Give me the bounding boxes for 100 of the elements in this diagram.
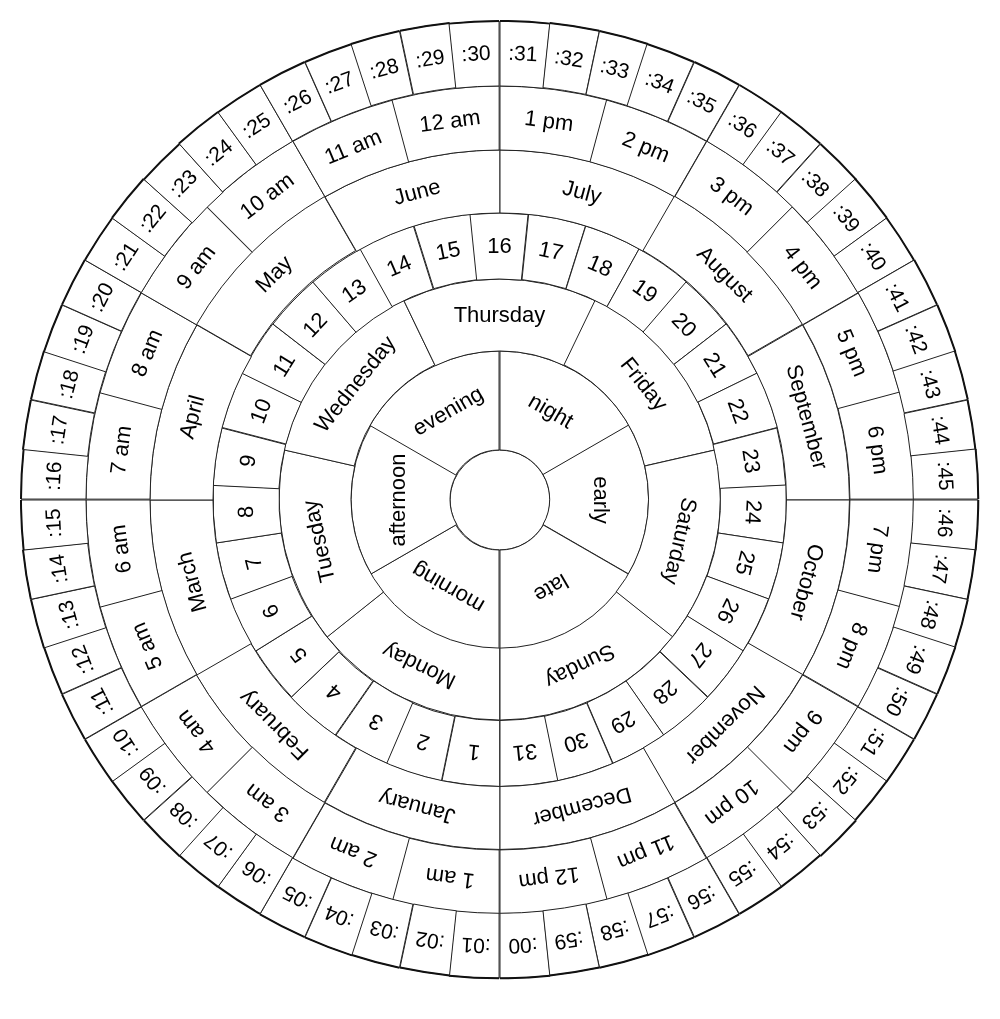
day-number: 10 [246,395,276,427]
hour-label: 6 am [106,523,135,576]
time-of-day-label: afternoon [386,453,409,546]
minute-label: :15 [41,507,65,538]
day-number: 19 [628,275,661,308]
day-number: 4 [322,679,346,705]
day-number: 30 [560,727,591,756]
hour-label: 8 pm [832,618,872,673]
weekday-label: Saturday [659,495,701,586]
minute-label: :04 [321,901,357,932]
day-number: 29 [606,706,639,738]
day-number: 1 [466,740,481,764]
minute-label: :31 [507,41,538,65]
hour-label: 2 am [326,832,381,872]
day-number: 3 [365,708,387,735]
minute-label: :56 [684,881,721,914]
minute-label: :01 [460,934,492,958]
minute-label: :58 [598,917,632,946]
minute-label: :23 [165,165,202,202]
minute-label: :57 [642,901,678,932]
day-number: 20 [667,308,700,341]
day-number: 2 [414,729,433,755]
minute-label: :37 [762,134,799,170]
minute-label: :20 [85,278,118,315]
minute-label: :21 [107,238,142,274]
minute-label: :33 [598,53,632,82]
minute-label: :17 [45,413,71,446]
day-number: 27 [684,638,717,672]
minute-label: :55 [725,857,761,892]
minute-label: :29 [413,45,446,71]
hour-label: 11 pm [613,830,678,874]
hour-label: 6 pm [864,423,893,476]
minute-label: :03 [366,917,401,946]
hour-label: 1 pm [523,106,576,135]
minute-label: :40 [857,238,892,274]
day-number: 5 [286,643,312,667]
minute-label: :24 [200,134,237,170]
month-label: October [786,541,828,623]
month-label: January [376,786,458,828]
month-label: June [391,175,443,209]
minute-label: :45 [934,460,958,492]
minute-label: :49 [901,642,932,678]
minute-label: :35 [684,85,721,118]
minute-label: :27 [321,67,357,98]
minute-label: :52 [829,762,865,799]
day-number: 31 [511,740,539,765]
minute-label: :54 [762,829,799,865]
hour-label: 8 am [127,326,167,381]
day-number: 22 [723,395,753,427]
minute-label: :34 [642,67,678,98]
minute-label: :08 [165,797,202,834]
minute-label: :42 [901,321,932,357]
minute-label: :18 [53,366,82,401]
minute-label: :02 [413,928,446,954]
hour-label: 9 pm [778,705,827,759]
time-of-day-label: late [529,569,572,607]
hour-label: 10 am [236,169,298,224]
minute-label: :10 [107,725,142,761]
hour-label: 3 am [240,778,294,827]
day-number: 24 [741,499,765,526]
day-number: 25 [731,548,760,578]
minute-label: :12 [67,642,98,678]
hour-label: 11 am [321,125,385,169]
minute-label: :00 [507,934,538,958]
minute-label: :38 [797,165,834,202]
hour-label: 12 am [417,105,482,136]
minute-label: :30 [460,41,492,65]
minute-label: :50 [881,684,914,721]
minute-label: :59 [553,928,586,954]
day-number: 12 [299,308,332,341]
minute-label: :05 [278,881,315,914]
minute-label: :13 [53,598,82,632]
minute-label: :44 [928,413,954,446]
month-label: April [175,392,209,442]
hour-label: 1 am [423,864,476,893]
minute-label: :06 [238,857,274,892]
month-label: March [173,549,211,615]
minute-label: :46 [934,507,958,538]
minute-label: :22 [134,200,170,237]
hour-label: 5 am [127,618,167,673]
minute-label: :39 [829,200,865,237]
day-number: 7 [241,554,266,572]
minute-label: :11 [85,685,117,720]
hour-label: 5 pm [832,326,872,381]
hour-label: 7 pm [864,523,893,576]
hour-label: 3 pm [705,172,759,221]
day-number: 23 [737,447,764,475]
hour-label: 4 pm [778,240,827,294]
day-number: 11 [268,349,300,381]
hour-label: 10 pm [701,775,763,830]
day-number: 17 [536,237,565,264]
minute-label: :32 [553,45,586,71]
minute-label: :43 [917,366,946,401]
minute-label: :16 [41,460,65,492]
day-number: 26 [712,595,743,628]
minute-label: :14 [45,553,71,586]
minute-label: :19 [67,321,98,357]
minute-label: :47 [928,553,954,586]
minute-label: :26 [278,85,315,118]
time-of-day-label: early [590,475,613,524]
